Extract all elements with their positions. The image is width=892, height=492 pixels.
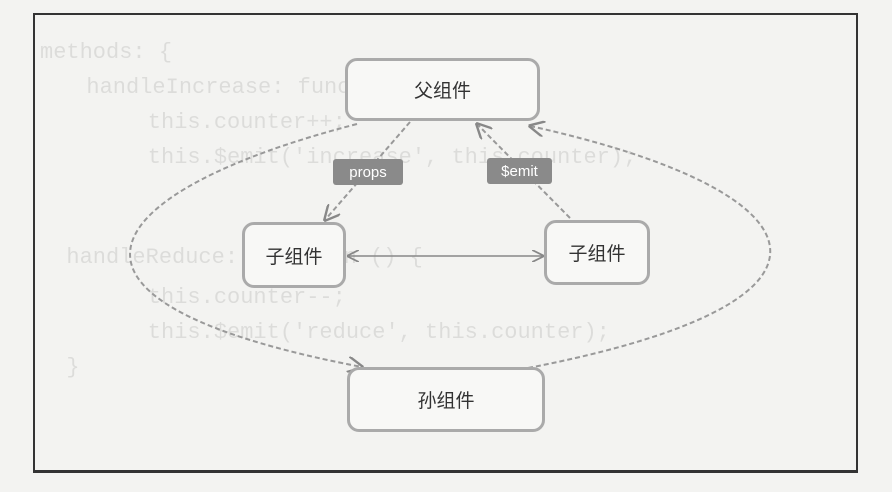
child-component-node-right: 子组件 [544, 220, 650, 285]
diagram-frame [33, 13, 858, 473]
grandchild-component-node: 孙组件 [347, 367, 545, 432]
ellipse-left-arrow [129, 123, 362, 367]
background-code-line: this.$emit('reduce', this.counter); [95, 320, 610, 345]
background-code-line: this.counter--; [95, 285, 346, 310]
background-code-line: } [40, 355, 80, 380]
props-label: props [333, 159, 403, 185]
child-component-node-left: 子组件 [242, 222, 346, 288]
emit-label: $emit [487, 158, 552, 184]
parent-component-node: 父组件 [345, 58, 540, 121]
background-code-line: methods: { [40, 40, 173, 65]
ellipse-right-arrow [528, 126, 772, 369]
background-code-line: this.counter++; [95, 110, 346, 135]
